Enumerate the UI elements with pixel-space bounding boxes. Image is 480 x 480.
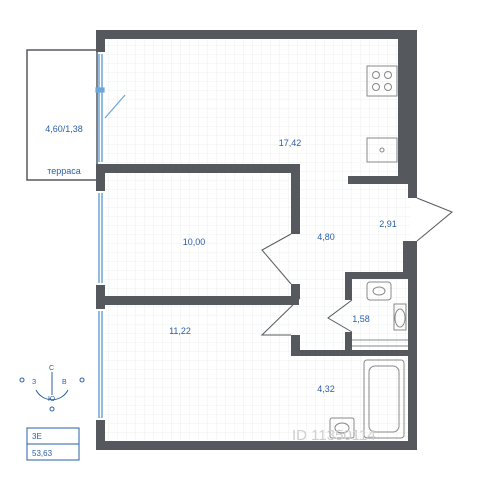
sun-icon [79, 377, 85, 383]
terrace-door [95, 87, 126, 119]
watermark: ID 11350114 [292, 427, 376, 444]
total-area: 53,63 [32, 449, 53, 458]
room-area-terrace: 4,60/1,38 [45, 124, 83, 134]
walls [96, 30, 417, 450]
compass-east: В [62, 379, 67, 386]
terrace-outline [26, 49, 98, 181]
door-swings [260, 197, 453, 336]
room-area-wc: 1,58 [352, 314, 370, 324]
room-area-bedroom2: 11,22 [169, 326, 191, 336]
compass-west: З [32, 379, 36, 386]
compass-south: Ю [48, 396, 55, 403]
sun-icon [19, 377, 25, 383]
wc-fixtures [352, 281, 408, 347]
windows [98, 54, 103, 418]
compass-north: С [49, 365, 54, 372]
room-area-living: 17,42 [279, 138, 302, 148]
room-area-hall: 4,80 [317, 232, 335, 242]
compass-arc-icon [35, 389, 69, 401]
floor-grid [105, 40, 410, 440]
room-area-entry: 2,91 [379, 219, 397, 229]
unit-code: 3Е [32, 432, 42, 441]
info-box: 3Е 53,63 [26, 427, 80, 461]
room-name-terrace: терраса [47, 166, 81, 176]
bath-fixtures [329, 359, 405, 439]
compass-letters: С З В Ю [32, 365, 67, 403]
sun-icon [49, 406, 55, 412]
room-area-bath: 4,32 [317, 384, 335, 394]
room-area-bedroom1: 10,00 [183, 237, 206, 247]
kitchen-fixtures [366, 65, 398, 163]
room-labels: 17,42 4,60/1,38 терраса 10,00 11,22 4,80… [45, 124, 397, 394]
compass [19, 372, 85, 412]
